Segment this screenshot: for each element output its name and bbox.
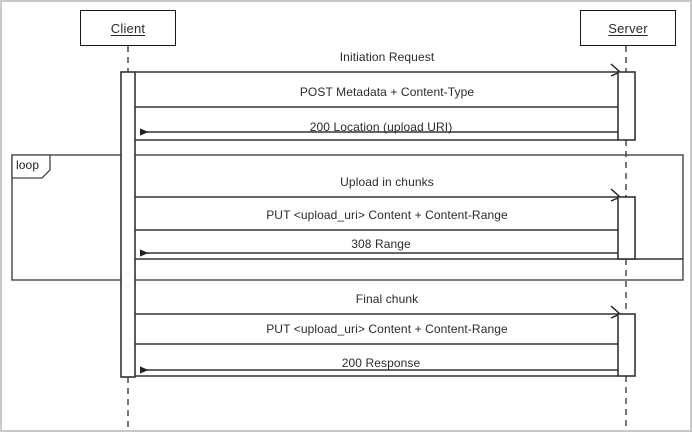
server-activation-bar-3 bbox=[617, 313, 636, 377]
server-activation-bar-1 bbox=[617, 71, 636, 141]
message-label-200-location: 200 Location (upload URI) bbox=[309, 120, 453, 134]
message-line-m7 bbox=[135, 305, 622, 319]
participant-box-server[interactable]: Server bbox=[580, 10, 676, 46]
message-label-308-range: 308 Range bbox=[351, 237, 411, 251]
message-label-upload-in-chunks: Upload in chunks bbox=[340, 175, 434, 189]
message-line-m1 bbox=[135, 63, 622, 77]
message-label-200-response: 200 Response bbox=[341, 356, 421, 370]
loop-label-tab bbox=[11, 154, 51, 179]
loop-fragment-outline bbox=[11, 154, 684, 281]
participant-box-client[interactable]: Client bbox=[80, 10, 176, 46]
server-activation-bar-2 bbox=[617, 196, 636, 260]
message-label-put-chunk: PUT <upload_uri> Content + Content-Range bbox=[266, 208, 508, 222]
message-line-m3 bbox=[135, 128, 618, 141]
message-line-m9 bbox=[135, 366, 618, 377]
message-label-put-final-chunk: PUT <upload_uri> Content + Content-Range bbox=[266, 322, 508, 336]
client-activation-bar bbox=[120, 71, 136, 378]
message-label-final-chunk: Final chunk bbox=[355, 292, 419, 306]
participant-label-client: Client bbox=[110, 20, 146, 36]
message-line-m6 bbox=[135, 249, 683, 260]
message-line-m4 bbox=[135, 188, 622, 202]
loop-fragment-label: loop bbox=[16, 158, 40, 172]
message-label-post-metadata: POST Metadata + Content-Type bbox=[299, 85, 475, 99]
participant-label-server: Server bbox=[608, 20, 648, 36]
message-label-initiation-request: Initiation Request bbox=[339, 50, 435, 64]
